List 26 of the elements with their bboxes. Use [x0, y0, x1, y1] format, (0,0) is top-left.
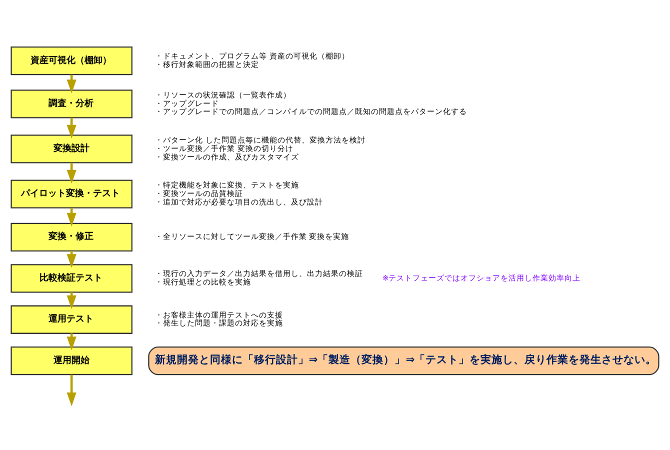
node-label: ・ドキュメント、プログラム等 資産の可視化（棚卸） — [155, 51, 350, 60]
node-label: ・現行の入力データ／出力結果を借用し、出力結果の検証 — [155, 268, 364, 278]
node-box: 変換・修正 — [10, 222, 132, 251]
node-box: 調査・分析 — [10, 89, 132, 118]
node-box: パイロット変換・テスト — [10, 179, 132, 208]
node-box: 比較検証テスト — [10, 264, 132, 292]
node-label: ・変換ツールの作成、及びカスタマイズ — [155, 152, 300, 161]
node-label: ・リソースの状況確認（一覧表作成） — [155, 90, 292, 99]
node-box: 変換設計 — [10, 134, 132, 163]
node-label: ・変換ツールの品質検証 — [154, 188, 243, 198]
node-label: ・移行対象範囲の把握と決定 — [155, 59, 260, 68]
node-box: 資産可視化（棚卸） — [10, 46, 132, 75]
label: ※テストフェーズではオフショアを活用し作業効率向上 — [382, 272, 581, 282]
node-label: ・現行処理との比較を実施 — [155, 277, 252, 286]
node-box: 運用テスト — [10, 304, 132, 334]
node-label: ・アップグレードでの問題点／コンパイルでの問題点／既知の問題点をパターン化する — [155, 106, 468, 116]
node-label: ・ツール変換／手作業 変換の切り分け — [155, 143, 294, 152]
node-label: ・発生した問題・課題の対応を実施 — [154, 318, 283, 328]
node-box: 新規開発と同様に「移行設計」⇒「製造（変換）」⇒「テスト」を実施し、戻り作業を発生させない。 — [148, 346, 660, 375]
node-box: 運用開始 — [10, 346, 132, 375]
node-label: ・全リソースに対してツール変換／手作業 変換を実施 — [154, 232, 350, 241]
node-label: ・追加で対応が必要な項目の洗出し、及び設計 — [154, 196, 323, 206]
node-label: ・アップグレード — [155, 98, 220, 108]
node-label: ・特定機能を対象に変換、テストを実施 — [154, 180, 299, 190]
node-label: ・お客様主体の運用テストへの支援 — [154, 310, 283, 319]
node-label: ・パターン化 した問題点毎に機能の代替、変換方法を検討 — [155, 134, 366, 144]
